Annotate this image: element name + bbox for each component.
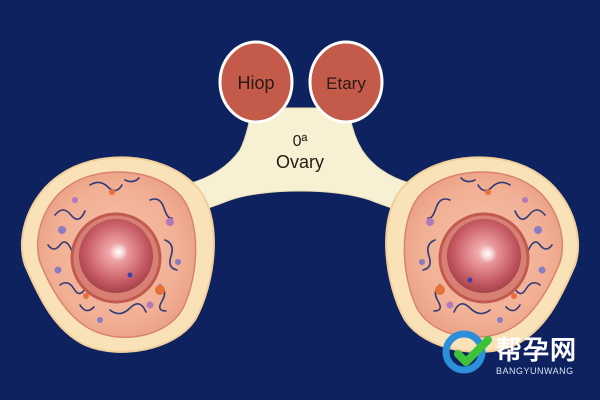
right-bubble-label: Etary [326, 74, 366, 93]
watermark: 帮孕网 BANGYUNWANG [440, 326, 590, 386]
center-title-label: Ovary [276, 152, 324, 172]
right-ovary-spots [419, 189, 546, 323]
right-follicle-highlight [479, 245, 497, 263]
left-oocyte-dot [127, 272, 133, 278]
right-oocyte-dot [467, 277, 473, 283]
right-ovary [385, 156, 580, 353]
left-bubble: Hiop [218, 40, 294, 124]
left-ovary [20, 156, 215, 353]
watermark-logo-icon [442, 330, 492, 374]
center-mark-label: 0ª [293, 133, 308, 150]
watermark-main-text: 帮孕网 [496, 336, 578, 366]
right-bubble: Etary [308, 40, 384, 124]
left-ovary-spots [54, 189, 181, 323]
watermark-sub-text: BANGYUNWANG [496, 366, 574, 376]
left-follicle-highlight [110, 243, 128, 261]
left-bubble-label: Hiop [237, 73, 274, 93]
